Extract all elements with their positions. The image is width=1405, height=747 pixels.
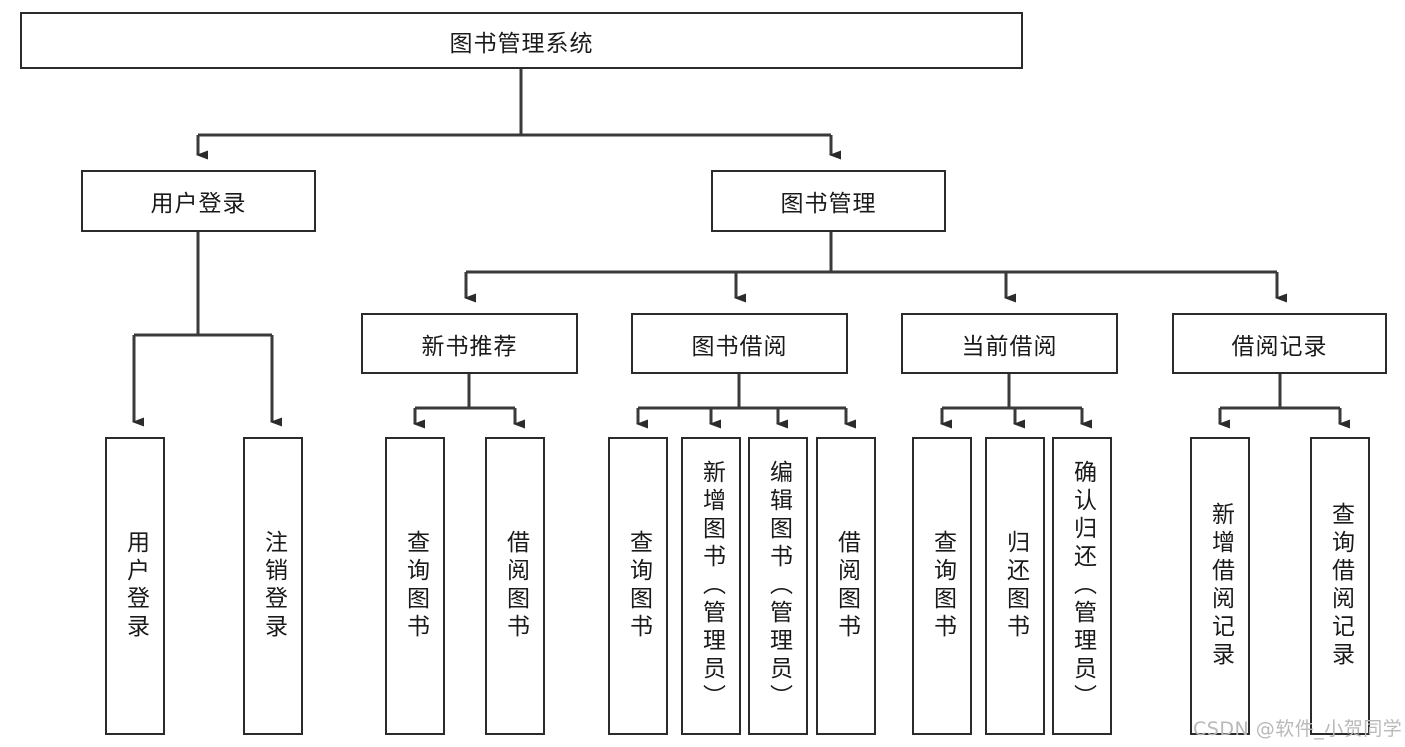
- leaf-borrow-add-book-admin[interactable]: 新增图书（管理员）: [681, 437, 741, 735]
- leaf-user-logout-label: 注销登录: [260, 530, 287, 642]
- node-book-borrow[interactable]: 图书借阅: [631, 313, 848, 374]
- leaf-user-logout[interactable]: 注销登录: [243, 437, 303, 735]
- leaf-borrow-edit-book-admin-label: 编辑图书（管理员）: [765, 460, 792, 712]
- node-root-label: 图书管理系统: [449, 30, 594, 57]
- leaf-current-confirm-return-admin-label: 确认归还（管理员）: [1069, 460, 1096, 712]
- leaf-record-add-record-label: 新增借阅记录: [1207, 502, 1234, 670]
- leaf-borrow-borrow-book-label: 借阅图书: [833, 530, 860, 642]
- node-current-borrow-label: 当前借阅: [961, 333, 1058, 360]
- leaf-record-add-record[interactable]: 新增借阅记录: [1190, 437, 1250, 735]
- node-user-login-label: 用户登录: [150, 191, 247, 217]
- node-root[interactable]: 图书管理系统: [20, 12, 1023, 69]
- node-new-book-recommend[interactable]: 新书推荐: [361, 313, 578, 374]
- leaf-newbook-borrow-book-label: 借阅图书: [502, 530, 529, 642]
- leaf-borrow-edit-book-admin[interactable]: 编辑图书（管理员）: [748, 437, 808, 735]
- leaf-newbook-query-book[interactable]: 查询图书: [385, 437, 445, 735]
- node-book-borrow-label: 图书借阅: [691, 333, 788, 360]
- leaf-user-login[interactable]: 用户登录: [105, 437, 165, 735]
- node-borrow-record[interactable]: 借阅记录: [1172, 313, 1387, 374]
- node-borrow-record-label: 借阅记录: [1231, 333, 1328, 360]
- leaf-newbook-borrow-book[interactable]: 借阅图书: [485, 437, 545, 735]
- leaf-user-login-label: 用户登录: [122, 530, 149, 642]
- leaf-record-query-record-label: 查询借阅记录: [1327, 502, 1354, 670]
- leaf-record-query-record[interactable]: 查询借阅记录: [1310, 437, 1370, 735]
- leaf-current-query-book[interactable]: 查询图书: [912, 437, 972, 735]
- leaf-borrow-query-book-label: 查询图书: [625, 530, 652, 642]
- node-current-borrow[interactable]: 当前借阅: [901, 313, 1118, 374]
- leaf-borrow-borrow-book[interactable]: 借阅图书: [816, 437, 876, 735]
- node-user-login[interactable]: 用户登录: [81, 170, 316, 232]
- leaf-borrow-add-book-admin-label: 新增图书（管理员）: [698, 460, 725, 712]
- leaf-newbook-query-book-label: 查询图书: [402, 530, 429, 642]
- leaf-current-return-book-label: 归还图书: [1002, 530, 1029, 642]
- leaf-current-confirm-return-admin[interactable]: 确认归还（管理员）: [1052, 437, 1112, 735]
- node-book-management-label: 图书管理: [780, 191, 877, 217]
- leaf-current-query-book-label: 查询图书: [929, 530, 956, 642]
- node-book-management[interactable]: 图书管理: [711, 170, 946, 232]
- leaf-borrow-query-book[interactable]: 查询图书: [608, 437, 668, 735]
- node-new-book-recommend-label: 新书推荐: [421, 333, 518, 360]
- leaf-current-return-book[interactable]: 归还图书: [985, 437, 1045, 735]
